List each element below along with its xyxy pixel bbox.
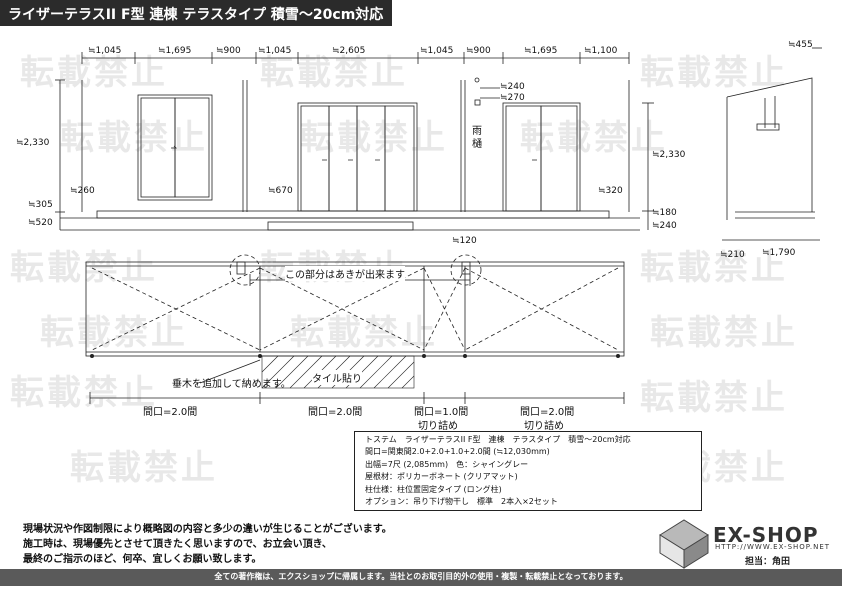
spec-line: トステム ライザーテラスII F型 連棟 テラスタイプ 積雪〜20cm対応 bbox=[365, 435, 631, 444]
title-bar bbox=[0, 0, 392, 26]
dim-1790: ≒1,790 bbox=[762, 248, 796, 258]
watermark: 転載禁止 bbox=[70, 448, 218, 488]
frontage-1: 間口=2.0間 bbox=[143, 407, 198, 418]
footer-bar: 全ての著作権は、エクスショップに帰属します。当社とのお取引目的外の使用・複製・転… bbox=[0, 569, 842, 586]
spec-line: 屋根材：ポリカーボネート (クリアマット) bbox=[365, 472, 518, 482]
dim-120: ≒120 bbox=[452, 236, 477, 246]
rain-gutter-label: 樋 bbox=[472, 139, 482, 150]
dim-305: ≒305 bbox=[28, 200, 53, 210]
watermark: 転載禁止 bbox=[260, 53, 408, 93]
dim-height-right: ≒2,330 bbox=[652, 150, 686, 160]
spec-line: 出幅=7尺 (2,085mm) 色：シャイングレー bbox=[365, 459, 529, 469]
tile-label: タイル貼り bbox=[312, 370, 362, 385]
logo-url: HTTP://WWW.EX-SHOP.NET bbox=[715, 543, 831, 551]
dim-240: ≒240 bbox=[500, 82, 525, 92]
frontage-3-note: 切り詰め bbox=[418, 421, 458, 432]
frontage-4: 間口=2.0間 bbox=[520, 407, 575, 418]
watermark: 転載禁止 bbox=[10, 248, 158, 288]
dim-455: ≒455 bbox=[788, 40, 813, 50]
top-dim: ≒900 bbox=[466, 46, 491, 56]
watermark: 転載禁止 bbox=[40, 313, 188, 353]
vertical-note: 垂木を追加して納めます。 bbox=[172, 379, 291, 390]
gap-note: この部分はあきが出来ます bbox=[285, 266, 405, 281]
top-dim: ≒1,695 bbox=[158, 46, 192, 56]
watermark: 転載禁止 bbox=[520, 118, 668, 158]
spec-box: トステム ライザーテラスII F型 連棟 テラスタイプ 積雪〜20cm対応 間口… bbox=[354, 431, 702, 511]
watermark: 転載禁止 bbox=[640, 378, 788, 418]
top-dim: ≒900 bbox=[216, 46, 241, 56]
top-dim: ≒1,100 bbox=[584, 46, 618, 56]
person-in-charge: 担当：角田 bbox=[745, 557, 791, 567]
dim-520: ≒520 bbox=[28, 218, 53, 228]
dim-260: ≒260 bbox=[70, 186, 95, 196]
rain-gutter-label: 雨 bbox=[472, 126, 482, 137]
dim-320: ≒320 bbox=[598, 186, 623, 196]
note-line: 現場状況や作図制限により概略図の内容と多少の違いが生じることがございます。 bbox=[23, 524, 392, 535]
watermark: 転載禁止 bbox=[640, 53, 788, 93]
frontage-2: 間口=2.0間 bbox=[308, 407, 363, 418]
note-line: 最終のご指示のほど、何卒、宜しくお願い致します。 bbox=[23, 554, 262, 565]
dim-210: ≒210 bbox=[720, 250, 745, 260]
watermark: 転載禁止 bbox=[650, 313, 798, 353]
dim-240b: ≒240 bbox=[652, 221, 677, 231]
notes: 現場状況や作図制限により概略図の内容と多少の違いが生じることがございます。 施工… bbox=[23, 522, 392, 567]
watermark: 転載禁止 bbox=[640, 248, 788, 288]
logo-brand: EX-SHOP bbox=[713, 523, 819, 547]
watermark: 転載禁止 bbox=[20, 53, 168, 93]
top-dim: ≒2,605 bbox=[332, 46, 366, 56]
frontage-3: 間口=1.0間 bbox=[414, 407, 469, 418]
watermark: 転載禁止 bbox=[60, 118, 208, 158]
dim-670: ≒670 bbox=[268, 186, 293, 196]
page-title: ライザーテラスII F型 連棟 テラスタイプ 積雪〜20cm対応 bbox=[8, 7, 384, 23]
top-dim: ≒1,045 bbox=[258, 46, 292, 56]
spec-line: オプション：吊り下げ物干し 標準 2本入×2セット bbox=[365, 497, 558, 507]
dim-height-left: ≒2,330 bbox=[16, 138, 50, 148]
dim-270: ≒270 bbox=[500, 93, 525, 103]
spec-line: 間口=関東間2.0+2.0+1.0+2.0間 (≒12,030mm) bbox=[365, 447, 550, 457]
spec-line: 柱仕様：柱位置固定タイプ (ロング柱) bbox=[365, 484, 502, 494]
note-line: 施工時は、現場優先とさせて頂きたく思いますので、お立会い頂き、 bbox=[23, 539, 332, 550]
top-dim: ≒1,045 bbox=[88, 46, 122, 56]
dim-180: ≒180 bbox=[652, 208, 677, 218]
top-dim: ≒1,045 bbox=[420, 46, 454, 56]
watermark: 転載禁止 bbox=[10, 373, 158, 413]
watermark: 転載禁止 bbox=[300, 118, 448, 158]
frontage-4-note: 切り詰め bbox=[524, 421, 564, 432]
top-dim: ≒1,695 bbox=[524, 46, 558, 56]
ex-shop-logo-icon bbox=[659, 519, 709, 569]
footer-text: 全ての著作権は、エクスショップに帰属します。当社とのお取引目的外の使用・複製・転… bbox=[214, 572, 628, 581]
